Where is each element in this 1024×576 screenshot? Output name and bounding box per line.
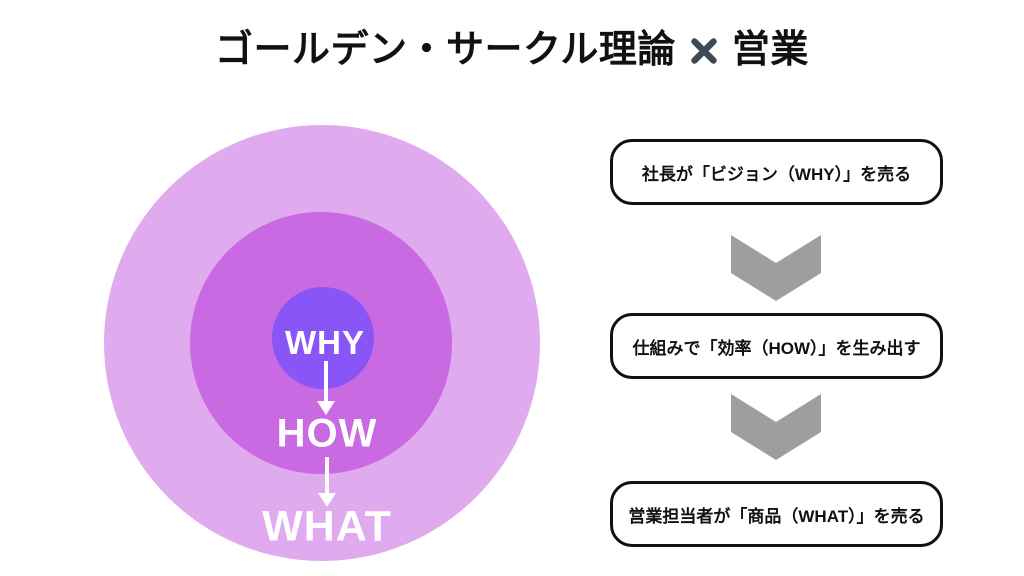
flow-step-label: 仕組みで「効率（HOW）」を生み出す xyxy=(632,338,921,358)
title-part1: ゴールデン・サークル理論 xyxy=(215,29,676,71)
how-label: HOW xyxy=(276,411,378,456)
flow-step-how: 仕組みで「効率（HOW）」を生み出す xyxy=(610,313,943,379)
flow-step-label: 社長が「ビジョン（WHY）」を売る xyxy=(641,164,912,184)
flow-step-why: 社長が「ビジョン（WHY）」を売る xyxy=(610,139,943,205)
why-to-how-arrow-icon xyxy=(317,361,335,415)
golden-circle-inner-ring xyxy=(272,287,374,389)
flow-step-what: 営業担当者が「商品（WHAT）」を売る xyxy=(610,481,943,547)
title-part2: 営業 xyxy=(731,29,809,71)
flow-step-label: 営業担当者が「商品（WHAT）」を売る xyxy=(628,506,925,526)
what-label: WHAT xyxy=(262,502,392,551)
why-label: WHY xyxy=(285,324,365,361)
page-title: ゴールデン・サークル理論 営業 xyxy=(0,28,1024,74)
chevron-down-icon xyxy=(731,235,821,301)
chevron-down-icon xyxy=(731,394,821,460)
how-to-what-arrow-icon xyxy=(318,457,336,507)
cross-icon xyxy=(691,38,717,64)
